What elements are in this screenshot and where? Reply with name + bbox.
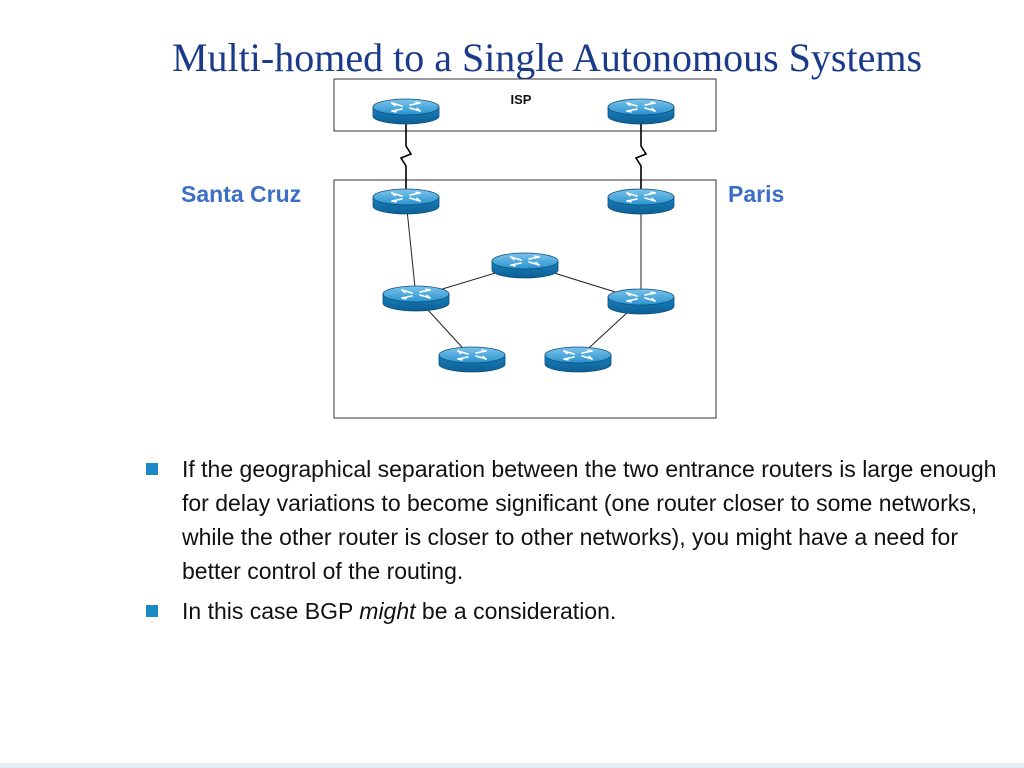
- router-icon-isp-left: [372, 98, 440, 125]
- slide-title: Multi-homed to a Single Autonomous Syste…: [171, 35, 923, 80]
- footer-divider: [0, 763, 1024, 768]
- santa-cruz-label: Santa Cruz: [181, 181, 302, 207]
- bullet-square-icon: [146, 605, 158, 617]
- bullet-text: If the geographical separation between t…: [182, 456, 997, 584]
- bullet-item: In this case BGP might be a consideratio…: [146, 594, 1006, 628]
- bullet-emphasis: might: [359, 598, 416, 624]
- router-icon-core-left: [382, 285, 450, 312]
- router-icon-core-right: [607, 288, 675, 315]
- router-icon-edge-paris: [607, 188, 675, 215]
- bullet-item: If the geographical separation between t…: [146, 452, 1006, 588]
- network-diagram: ISP: [333, 78, 717, 419]
- router-icon-leaf-right: [544, 346, 612, 373]
- bullet-square-icon: [146, 463, 158, 475]
- link-isp-right-edge-paris: [634, 122, 648, 190]
- paris-label: Paris: [728, 181, 785, 207]
- router-icon-core-center: [491, 252, 559, 279]
- isp-label: ISP: [511, 92, 532, 107]
- link-edge-santa-cruz-core-left: [405, 199, 417, 298]
- router-icon-leaf-left: [438, 346, 506, 373]
- isp-box: [333, 78, 717, 132]
- link-isp-left-edge-santa-cruz: [399, 122, 413, 190]
- bullet-text: In this case BGP: [182, 598, 360, 624]
- router-icon-edge-santa-cruz: [372, 188, 440, 215]
- bullet-list: If the geographical separation between t…: [146, 452, 1006, 634]
- router-icon-isp-right: [607, 98, 675, 125]
- autonomous-system-box: [333, 179, 717, 419]
- bullet-text: be a consideration.: [415, 598, 617, 624]
